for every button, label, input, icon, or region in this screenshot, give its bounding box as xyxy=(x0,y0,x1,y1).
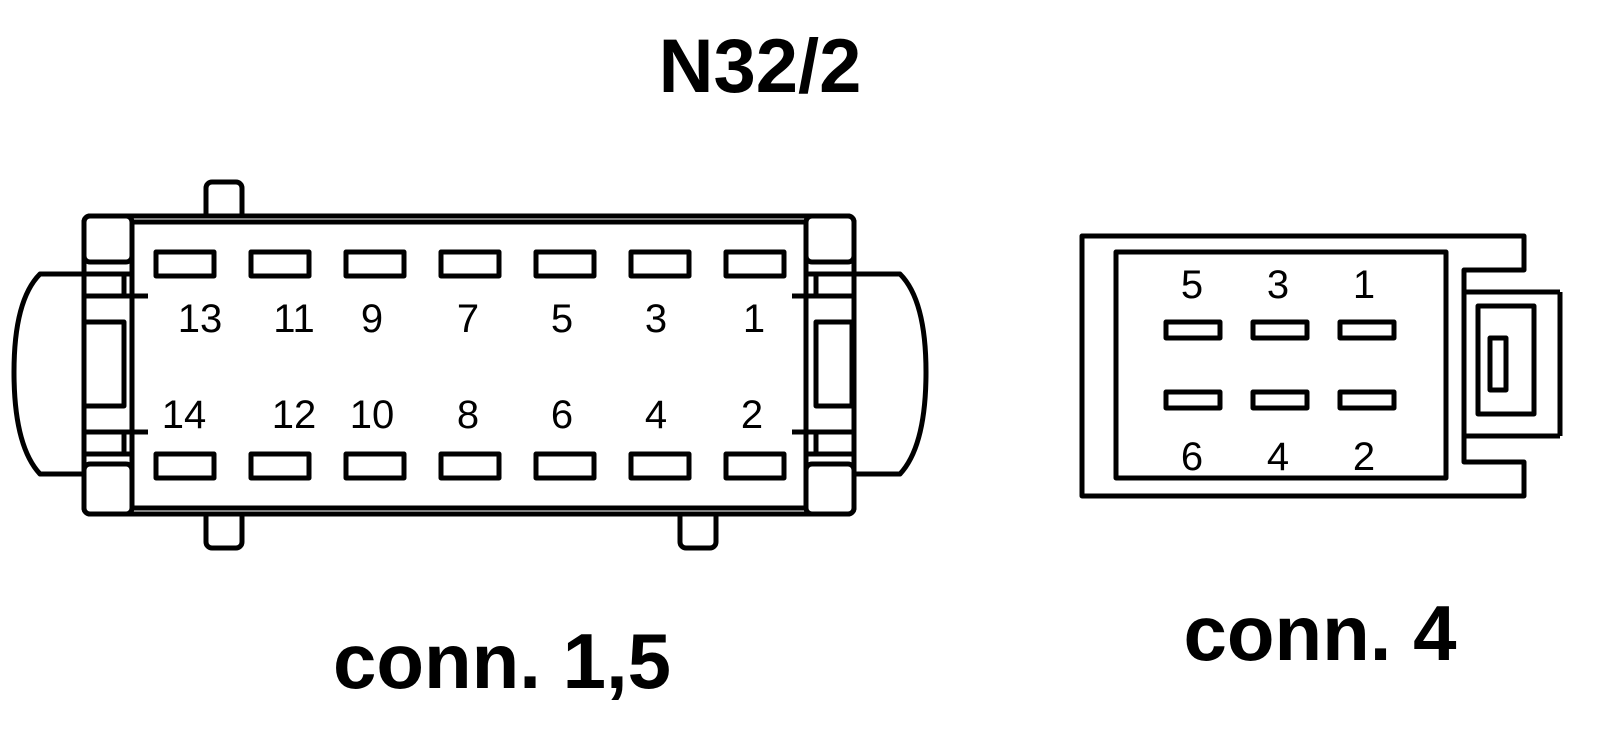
pin-label: 5 xyxy=(1181,263,1203,307)
pin-slot xyxy=(723,249,787,279)
pin-slot xyxy=(343,451,407,481)
left-latch-wing xyxy=(11,271,88,477)
pin-label: 11 xyxy=(273,297,315,341)
corner-block-tr xyxy=(803,213,857,265)
corner-block-tl xyxy=(81,213,135,265)
diagram-title: N32/2 xyxy=(659,24,862,109)
pin-label: 4 xyxy=(645,393,667,437)
corner-block-bl xyxy=(81,461,135,517)
left-side-guides xyxy=(81,271,148,457)
pin-slots-top-row xyxy=(1163,319,1397,341)
pin-slot xyxy=(628,451,692,481)
connector-caption: conn. 1,5 xyxy=(333,617,671,705)
pin-slot xyxy=(1337,319,1397,341)
pin-slot xyxy=(628,249,692,279)
pin-labels-bottom-row: 6 4 2 xyxy=(1181,435,1375,479)
connector-face xyxy=(129,219,809,511)
pin-label: 12 xyxy=(272,393,317,437)
pin-slots-bottom-row xyxy=(153,451,787,481)
pin-slot xyxy=(1250,319,1310,341)
pin-slot xyxy=(153,451,217,481)
connector-4: 5 3 1 6 4 2 conn. 4 xyxy=(1079,233,1563,677)
pin-slot xyxy=(723,451,787,481)
pin-slot xyxy=(343,249,407,279)
connector-body xyxy=(81,213,857,517)
pin-label: 6 xyxy=(1181,435,1203,479)
pin-label: 9 xyxy=(361,297,383,341)
pin-label: 5 xyxy=(551,297,573,341)
pin-label: 7 xyxy=(457,297,479,341)
pin-label: 14 xyxy=(162,393,207,437)
connector-1-5: 13 11 9 7 5 3 1 14 12 10 8 6 4 2 conn. 1… xyxy=(11,179,929,705)
right-side-guides xyxy=(792,271,855,457)
pin-slot xyxy=(438,451,502,481)
right-latch-wing xyxy=(852,271,929,477)
pin-slot xyxy=(248,451,312,481)
connector-caption: conn. 4 xyxy=(1183,589,1456,677)
pin-label: 3 xyxy=(1267,263,1289,307)
pin-label: 3 xyxy=(645,297,667,341)
pin-label: 2 xyxy=(741,393,763,437)
pin-label: 1 xyxy=(1353,263,1375,307)
pin-labels-top-row: 13 11 9 7 5 3 1 xyxy=(178,297,765,341)
pin-slots-bottom-row xyxy=(1163,389,1397,411)
pin-slot xyxy=(248,249,312,279)
connector-face xyxy=(1113,249,1449,481)
pin-label: 8 xyxy=(457,393,479,437)
pin-label: 1 xyxy=(743,297,765,341)
pin-label: 10 xyxy=(350,393,395,437)
pin-slot xyxy=(1337,389,1397,411)
pin-labels-top-row: 5 3 1 xyxy=(1181,263,1375,307)
pin-slot xyxy=(438,249,502,279)
pin-labels-bottom-row: 14 12 10 8 6 4 2 xyxy=(162,393,763,437)
side-latch xyxy=(1464,289,1563,439)
pin-slot xyxy=(1163,389,1223,411)
pin-slot xyxy=(153,249,217,279)
pin-slot xyxy=(533,451,597,481)
pin-label: 4 xyxy=(1267,435,1289,479)
pin-label: 6 xyxy=(551,393,573,437)
pin-slot xyxy=(1163,319,1223,341)
pin-slots-top-row xyxy=(153,249,787,279)
connector-shell xyxy=(1079,233,1527,499)
pin-label: 2 xyxy=(1353,435,1375,479)
pin-slot xyxy=(533,249,597,279)
pin-label: 13 xyxy=(178,297,223,341)
pin-slot xyxy=(1250,389,1310,411)
corner-block-br xyxy=(803,461,857,517)
